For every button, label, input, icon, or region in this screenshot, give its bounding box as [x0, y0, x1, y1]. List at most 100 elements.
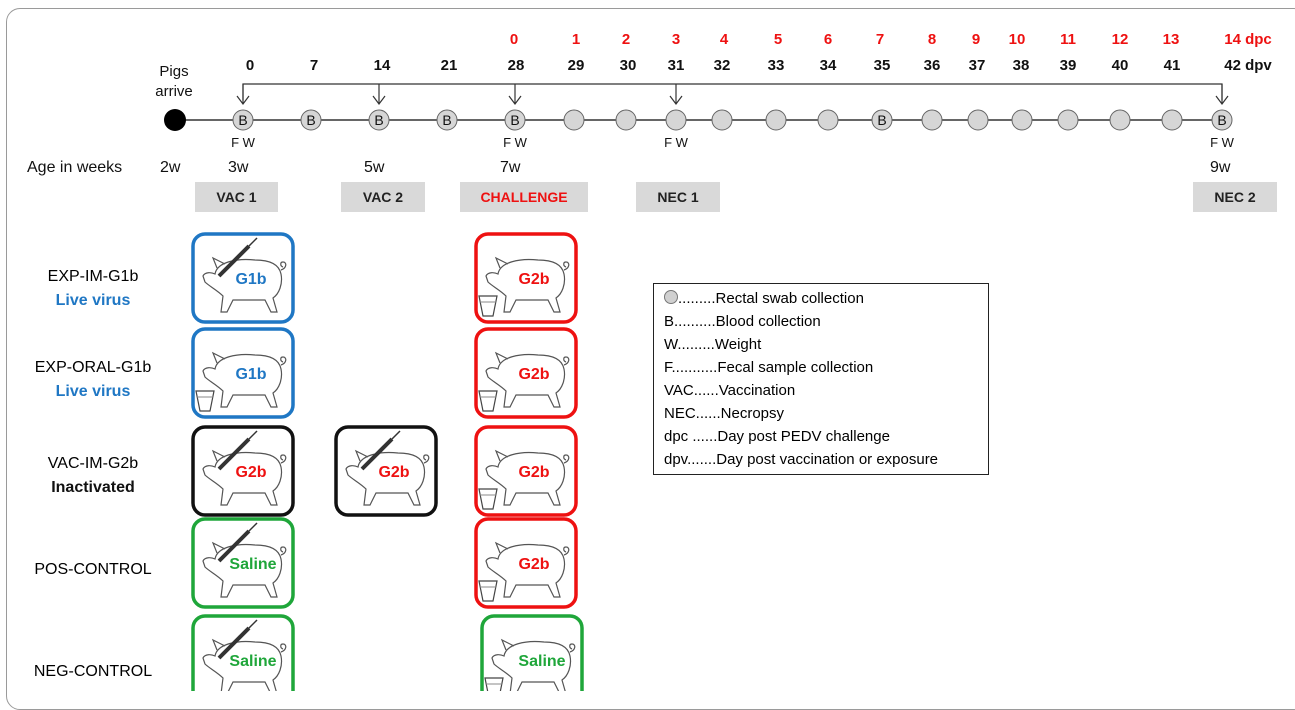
arrival-marker — [164, 109, 186, 131]
legend-row: B..........Blood collection — [664, 313, 821, 330]
dpc-tick-label: 1 — [572, 31, 580, 48]
blood-sample-marker — [300, 109, 322, 131]
inoculum-label: G1b — [235, 366, 266, 383]
group-label: EXP-ORAL-G1b Live virus — [8, 356, 178, 404]
blood-letter: B — [374, 112, 383, 128]
fecal-weight-label: F W — [664, 135, 689, 150]
syringe-icon — [360, 437, 394, 471]
rectal-swab-marker — [563, 109, 585, 131]
rectal-swab-marker — [967, 109, 989, 131]
pig-tail-icon — [569, 643, 576, 653]
syringe-plunger-icon — [248, 619, 258, 629]
inoculum-label: Saline — [229, 556, 276, 573]
rectal-swab-marker — [711, 109, 733, 131]
pig-box-frame — [474, 425, 578, 517]
syringe-icon — [217, 626, 251, 660]
pig-box-frame — [474, 327, 578, 419]
pig-box: G1b — [191, 327, 295, 419]
cup-icon — [478, 295, 498, 317]
rectal-swab-marker — [765, 109, 787, 131]
pig-ear-icon — [500, 638, 515, 651]
dpv-tick-label: 41 — [1164, 57, 1181, 74]
inoculum-label: G2b — [518, 271, 549, 288]
pig-ear-icon — [211, 351, 226, 364]
pig-icon — [202, 451, 283, 506]
dpv-tick-label: 38 — [1013, 57, 1030, 74]
pig-box-frame — [480, 614, 584, 691]
legend-row: dpc ......Day post PEDV challenge — [664, 428, 890, 445]
phase-vac2: VAC 2 — [341, 182, 425, 212]
pig-tail-icon — [563, 546, 570, 556]
syringe-plunger-icon — [248, 237, 258, 247]
fecal-weight-label: F W — [1210, 135, 1235, 150]
blood-sample-marker — [232, 109, 254, 131]
dpc-tick-label: 13 — [1163, 31, 1180, 48]
inoculum-label: G1b — [235, 271, 266, 288]
pig-box-frame — [191, 517, 295, 609]
blood-sample-marker — [871, 109, 893, 131]
inoculum-label: G2b — [378, 464, 409, 481]
blood-sample-marker — [504, 109, 526, 131]
legend-row: W.........Weight — [664, 336, 762, 353]
rectal-swab-marker — [1161, 109, 1183, 131]
pig-box-frame — [334, 425, 438, 517]
legend-dots: ......... — [678, 290, 716, 307]
syringe-plunger-icon — [248, 522, 258, 532]
cup-icon — [195, 390, 215, 412]
phase-nec1: NEC 1 — [636, 182, 720, 212]
pig-icon — [485, 543, 566, 598]
dpc-tick-label: 8 — [928, 31, 936, 48]
cup-icon — [478, 488, 498, 510]
pig-box-frame — [191, 327, 295, 419]
fecal-weight-label: F W — [231, 135, 256, 150]
rectal-swab-marker — [817, 109, 839, 131]
legend-row-swab: .........Rectal swab collection — [664, 290, 864, 307]
group-name: POS-CONTROL — [34, 561, 152, 578]
arrow-head-icon — [1215, 95, 1229, 105]
dpv-tick-label: 29 — [568, 57, 585, 74]
pig-tail-icon — [280, 546, 287, 556]
dpc-tick-label: 10 — [1009, 31, 1026, 48]
pig-tail-icon — [563, 454, 570, 464]
dpv-tick-label: 14 — [374, 57, 391, 74]
pig-icon — [485, 451, 566, 506]
pig-box: Saline — [191, 517, 295, 609]
pig-box-frame — [191, 232, 295, 324]
age-5w: 5w — [364, 159, 385, 176]
group-label: EXP-IM-G1b Live virus — [8, 265, 178, 313]
blood-letter: B — [1217, 112, 1226, 128]
dpv-tick-label: 42 dpv — [1224, 57, 1272, 74]
pig-box-frame — [191, 425, 295, 517]
dpc-tick-label: 12 — [1112, 31, 1129, 48]
blood-letter: B — [306, 112, 315, 128]
age-2w: 2w — [160, 159, 181, 176]
dpc-tick-label: 11 — [1060, 31, 1076, 48]
inoculum-label: G2b — [518, 366, 549, 383]
pig-box: G2b — [474, 425, 578, 517]
cup-icon — [478, 390, 498, 412]
blood-letter: B — [877, 112, 886, 128]
pig-box: G2b — [334, 425, 438, 517]
rectal-swab-marker — [921, 109, 943, 131]
pig-tail-icon — [280, 454, 287, 464]
pig-icon — [202, 640, 283, 691]
dpc-tick-label: 0 — [510, 31, 518, 48]
dpv-tick-label: 33 — [768, 57, 785, 74]
pig-ear-icon — [211, 449, 226, 462]
arrow-head-icon — [236, 95, 250, 105]
dpc-tick-label: 2 — [622, 31, 630, 48]
dpv-tick-label: 7 — [310, 57, 318, 74]
blood-sample-marker — [368, 109, 390, 131]
pig-tail-icon — [563, 356, 570, 366]
arrow-head-icon — [372, 95, 386, 105]
dpv-tick-label: 40 — [1112, 57, 1129, 74]
legend-row: dpv.......Day post vaccination or exposu… — [664, 451, 939, 468]
blood-letter: B — [510, 112, 519, 128]
dpc-tick-label: 6 — [824, 31, 832, 48]
phase-nec2: NEC 2 — [1193, 182, 1277, 212]
dpc-tick-label: 9 — [972, 31, 980, 48]
syringe-icon — [217, 437, 251, 471]
phase-challenge: CHALLENGE — [460, 182, 588, 212]
